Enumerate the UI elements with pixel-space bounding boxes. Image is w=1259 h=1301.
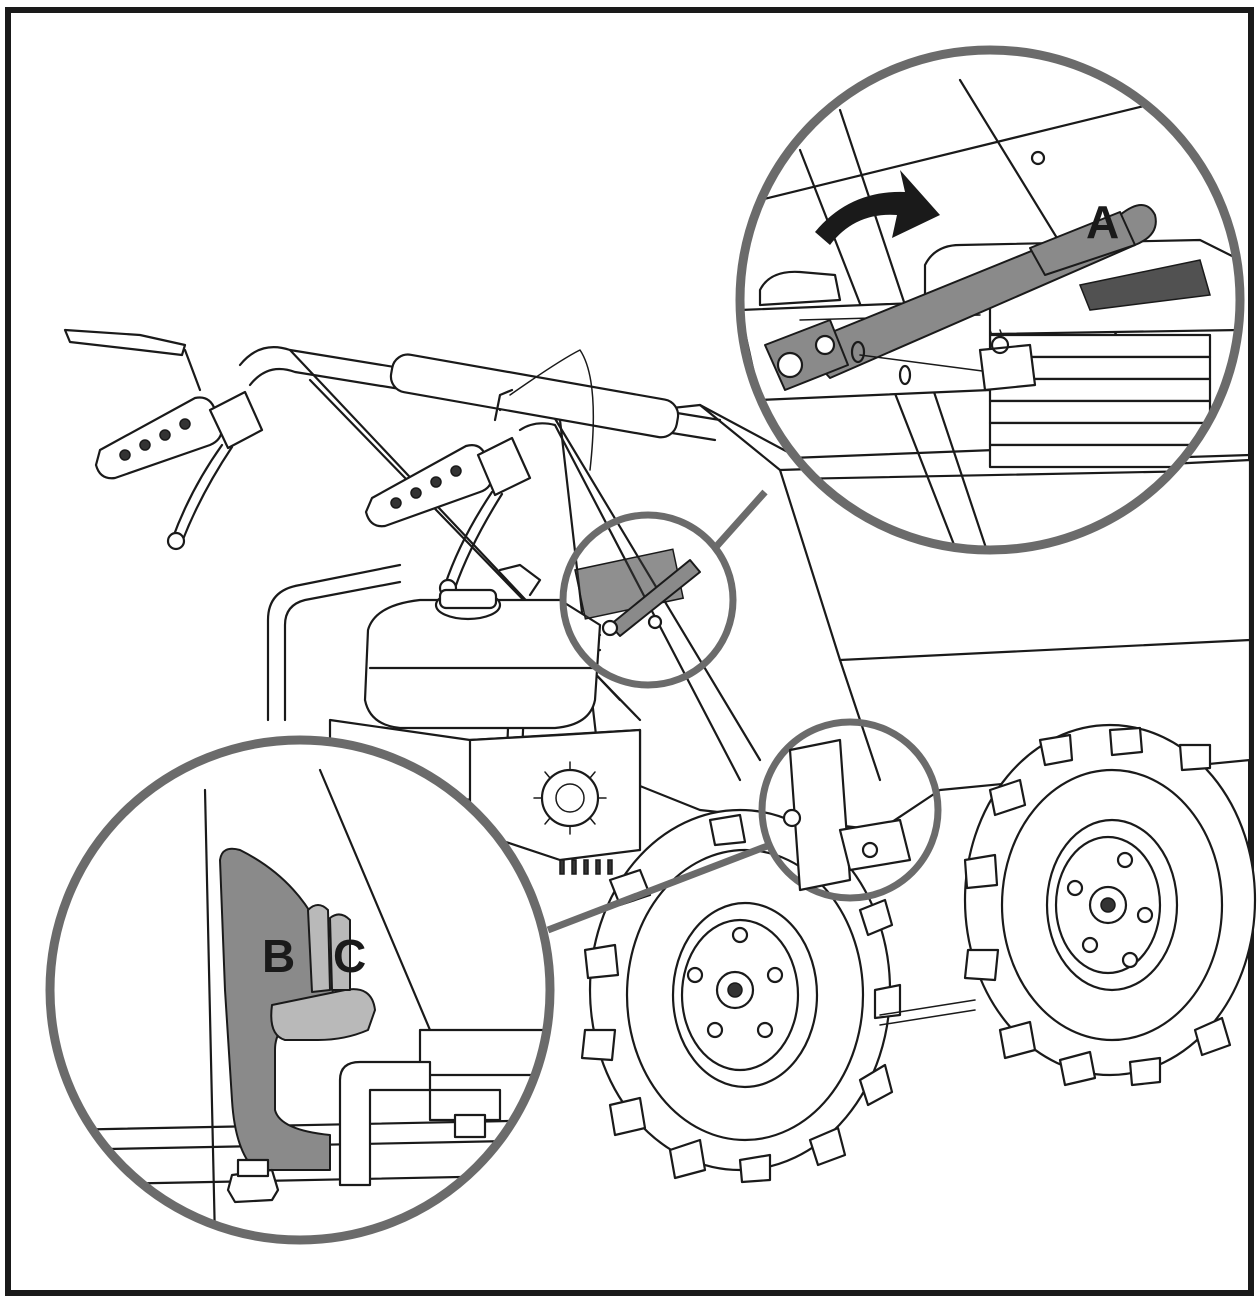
detail-view-lever: A: [735, 45, 1245, 555]
rotation-arrow: [815, 170, 940, 245]
bracket-part-c: [270, 988, 376, 1041]
lever-callout-ring: [559, 511, 737, 689]
detail-view-bracket: B C: [45, 735, 555, 1245]
callout-label-a: A: [1086, 196, 1119, 248]
lever-mini: [574, 548, 701, 637]
fuel-tank: [363, 588, 602, 730]
bracket-leader-line: [546, 841, 772, 934]
front-wheel: [580, 808, 902, 1184]
engine-frame: [266, 563, 402, 722]
lever-leader-line: [712, 489, 768, 551]
rear-wheel: [963, 723, 1257, 1087]
callout-label-c: C: [333, 930, 366, 982]
bracket-callout-ring: [758, 718, 942, 902]
bracket-mini: [782, 738, 912, 892]
left-handle-grip: [63, 328, 264, 551]
callout-label-b: B: [262, 930, 295, 982]
